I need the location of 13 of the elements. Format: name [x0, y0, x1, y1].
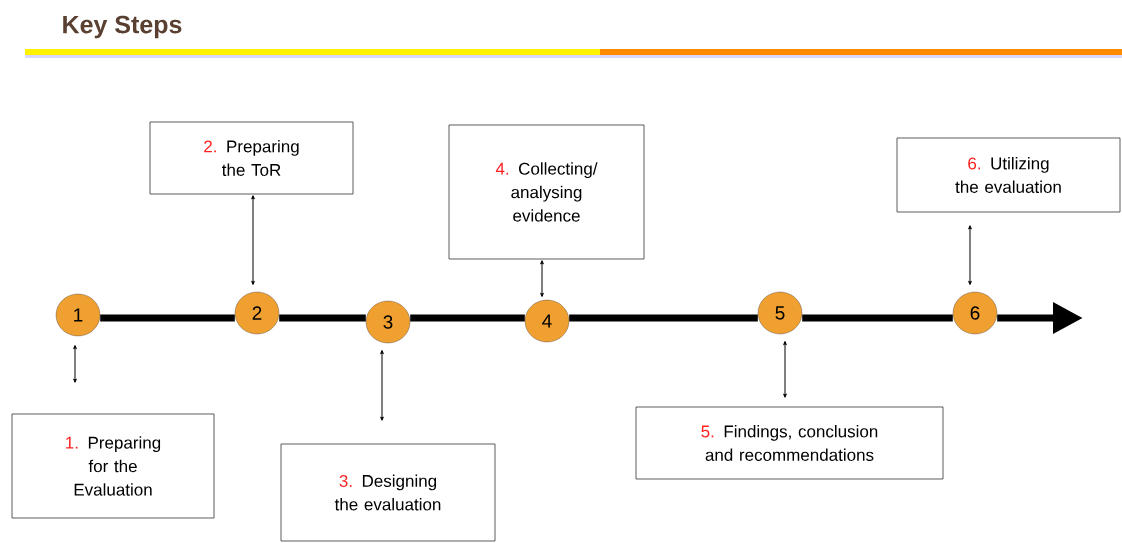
step-box: 2. Preparing the ToR [149, 121, 354, 195]
title: Key Steps [63, 15, 182, 39]
double-arrow [540, 260, 544, 297]
step-box: 3. Designing the evaluation [280, 443, 496, 542]
double-arrow [968, 225, 972, 285]
step-box: 5. Findings, conclusion and recommendations [635, 406, 944, 480]
double-arrow [783, 341, 787, 398]
double-arrow [73, 345, 77, 383]
step-box: 6. Utilizing the evaluation [896, 137, 1121, 213]
double-arrow [251, 195, 255, 285]
step-box: 4. Collecting/ analysing evidence [448, 124, 645, 260]
step-box: 1. Preparing for the Evaluation [11, 413, 215, 519]
double-arrow [380, 350, 384, 421]
